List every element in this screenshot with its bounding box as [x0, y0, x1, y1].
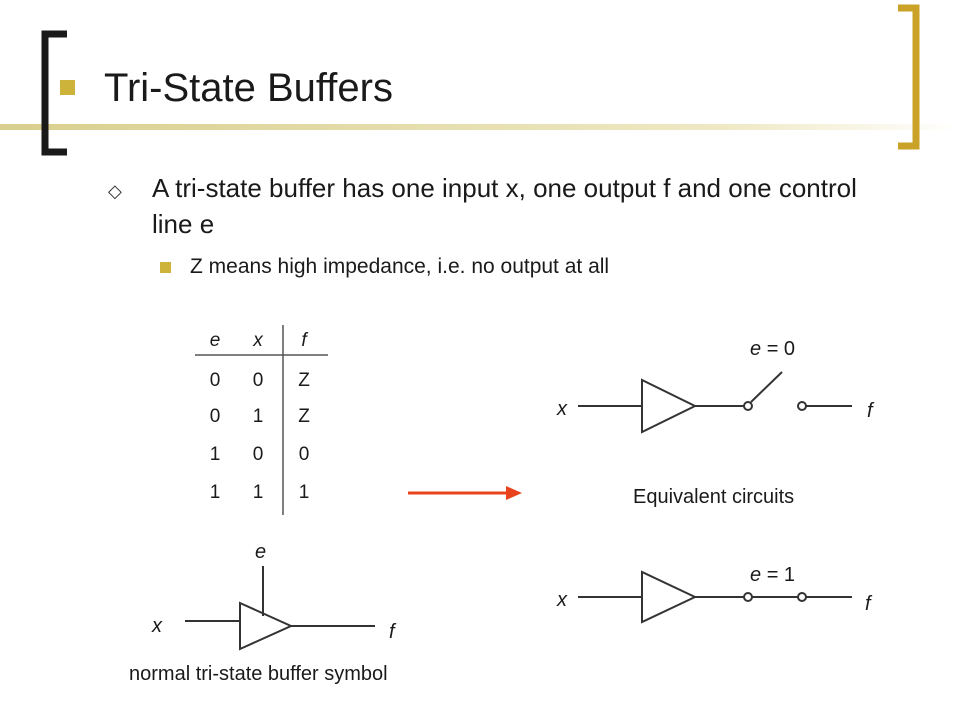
circuit-enabled-diagram [578, 570, 852, 624]
table-cell: 0 [298, 444, 310, 465]
table-header-e: e [209, 330, 221, 351]
square-bullet-icon [160, 262, 171, 273]
hollow-diamond-bullet-icon: ◇ [108, 181, 122, 201]
right-bracket [898, 4, 920, 150]
circuit-enabled-output-label: f [865, 593, 871, 615]
symbol-output-label: f [389, 621, 395, 643]
symbol-caption: normal tri-state buffer symbol [129, 663, 388, 685]
table-header-x: x [253, 330, 263, 351]
slide-title: Tri-State Buffers [104, 66, 393, 110]
table-cell: 0 [209, 370, 221, 391]
circuit-enabled-input-label: x [557, 589, 567, 611]
title-bullet [60, 80, 75, 95]
enable-value: = 0 [766, 338, 796, 360]
symbol-input-label: x [152, 615, 162, 637]
enable-var: e [750, 338, 762, 360]
circuit-disabled-input-label: x [557, 398, 567, 420]
tri-state-buffer-symbol [185, 566, 375, 651]
table-cell: 1 [298, 482, 310, 503]
left-bracket [41, 30, 67, 156]
table-cell: 0 [209, 406, 221, 427]
table-header-f: f [301, 330, 307, 351]
table-cell: 1 [209, 482, 221, 503]
table-cell: Z [298, 370, 310, 391]
circuit-disabled-output-label: f [867, 400, 873, 422]
red-arrow [408, 486, 522, 500]
bullet-level2: Z means high impedance, i.e. no output a… [190, 255, 610, 278]
title-rule [0, 124, 960, 130]
circuit-disabled-diagram [578, 371, 852, 434]
equivalent-caption: Equivalent circuits [633, 486, 795, 508]
enable-var: e [750, 564, 762, 586]
circuit-enabled-enable: e = 1 [750, 563, 795, 587]
table-cell: Z [298, 406, 310, 427]
enable-value: = 1 [766, 564, 796, 586]
table-cell: 1 [209, 444, 221, 465]
table-cell: 1 [252, 406, 264, 427]
table-cell: 0 [252, 444, 264, 465]
table-cell: 1 [252, 482, 264, 503]
table-cell: 0 [252, 370, 264, 391]
symbol-enable-label: e [255, 541, 267, 563]
circuit-disabled-enable: e = 0 [750, 337, 795, 361]
bullet-level1: A tri-state buffer has one input x, one … [152, 173, 857, 239]
